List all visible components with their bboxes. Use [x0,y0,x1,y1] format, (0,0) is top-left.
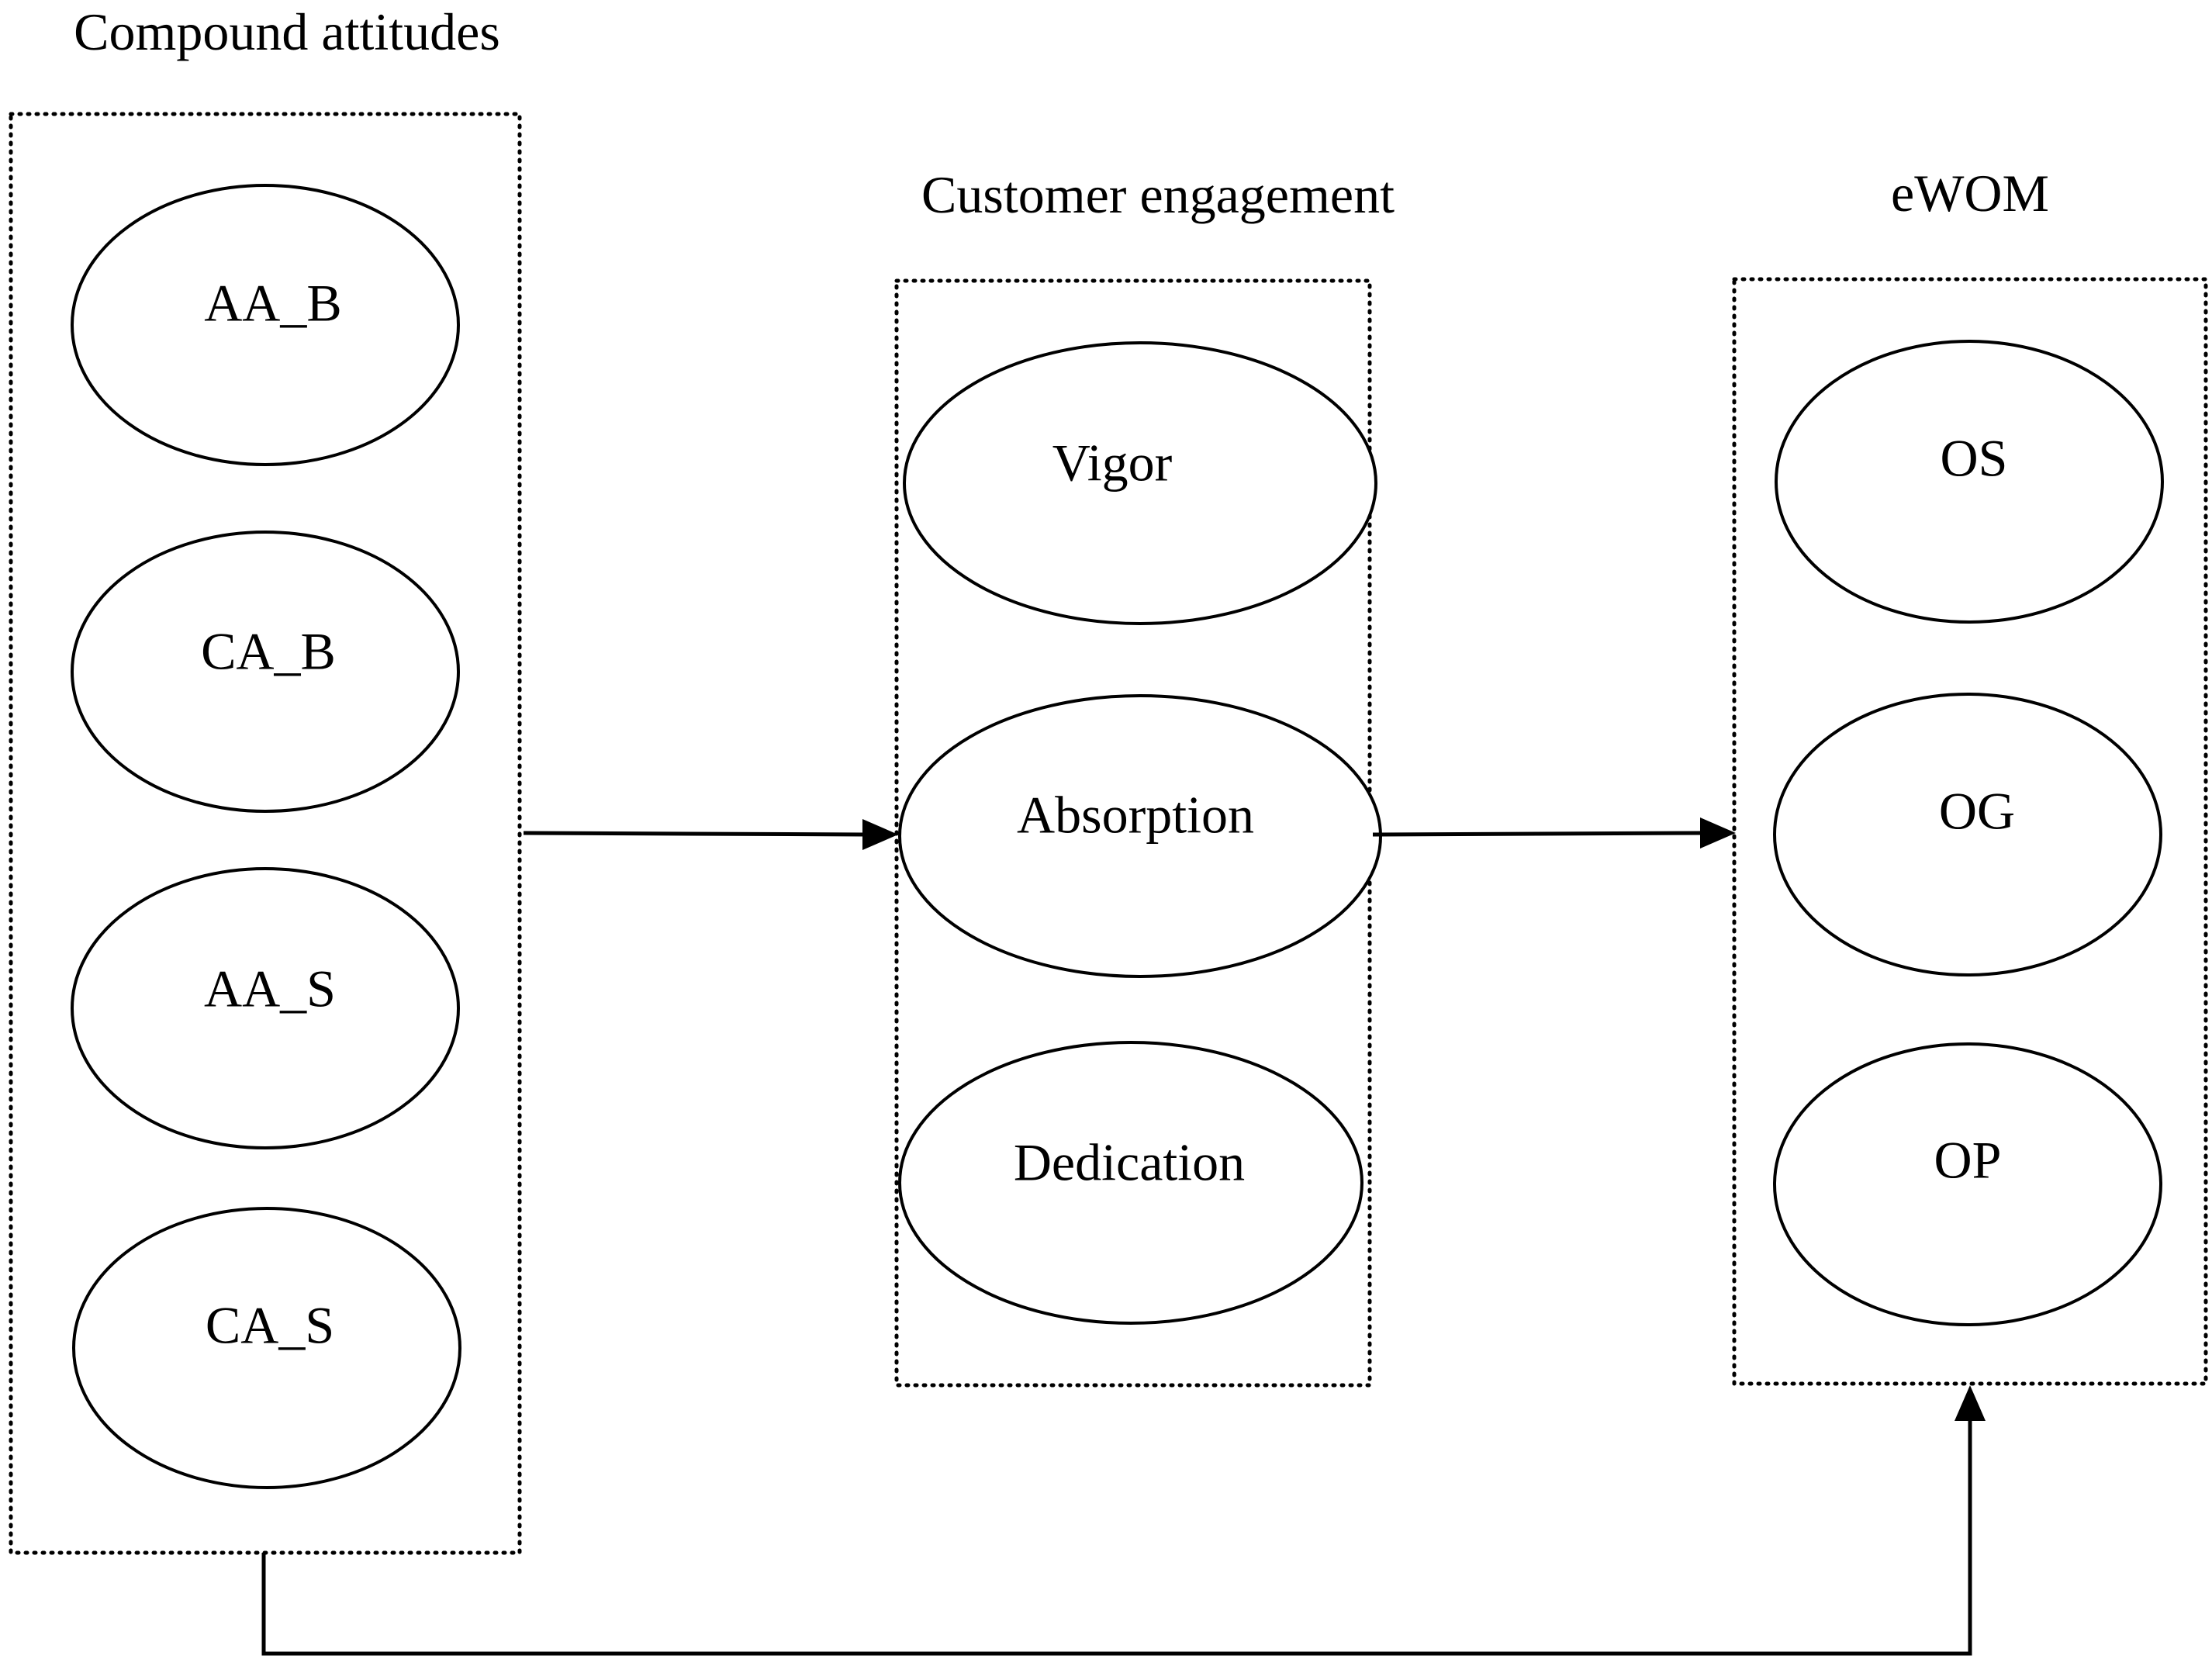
node-aa-s: AA_S [71,867,460,1149]
edge-compound-to-engagement-arrowhead [862,819,898,850]
node-ca-b-label: CA_B [201,622,336,681]
edge-compound-to-ewom [261,1385,1986,1656]
node-op-ellipse [1773,1042,2162,1326]
node-ca-s: CA_S [72,1207,461,1489]
edge-compound-to-engagement [523,819,898,850]
compound-attitudes-group: Compound attitudes AA_B CA_B AA_S CA_S [9,2,522,1555]
node-dedication-label: Dedication [1014,1133,1245,1192]
node-dedication-ellipse [898,1041,1363,1325]
customer-engagement-group: Customer engagement Vigor Absorption Ded… [894,165,1395,1388]
node-aa-s-label: AA_S [204,959,336,1018]
node-vigor-ellipse [903,341,1377,625]
node-op-label: OP [1934,1131,2002,1190]
node-os-label: OS [1941,429,2008,488]
node-og-ellipse [1773,693,2162,976]
node-aa-b-label: AA_B [204,274,342,333]
node-og-label: OG [1939,782,2015,841]
node-og: OG [1773,693,2162,976]
edge-compound-to-ewom-line [261,1416,1972,1656]
edge-engagement-to-ewom [1372,817,1736,849]
edge-compound-to-engagement-line [523,831,866,837]
node-ca-s-label: CA_S [206,1296,334,1355]
node-os: OS [1775,340,2164,624]
node-absorption-label: Absorption [1017,786,1254,845]
node-op: OP [1773,1042,2162,1326]
node-aa-b-ellipse [71,184,460,466]
ewom-title: eWOM [1891,164,2049,223]
node-vigor-label: Vigor [1052,434,1173,493]
edge-engagement-to-ewom-arrowhead [1700,817,1736,849]
node-ca-b-ellipse [71,531,460,813]
ewom-group: eWOM OS OG OP [1732,164,2208,1386]
node-aa-b: AA_B [71,184,460,466]
edge-compound-to-ewom-arrowhead [1955,1385,1986,1421]
node-absorption: Absorption [898,694,1382,978]
customer-engagement-title: Customer engagement [921,165,1395,224]
edge-engagement-to-ewom-line [1372,831,1704,837]
node-aa-s-ellipse [71,867,460,1149]
node-ca-b: CA_B [71,531,460,813]
ewom-box [1732,277,2208,1386]
node-ca-s-ellipse [72,1207,461,1489]
compound-attitudes-title: Compound attitudes [74,2,500,61]
node-vigor: Vigor [903,341,1377,625]
node-dedication: Dedication [898,1041,1363,1325]
node-os-ellipse [1775,340,2164,624]
